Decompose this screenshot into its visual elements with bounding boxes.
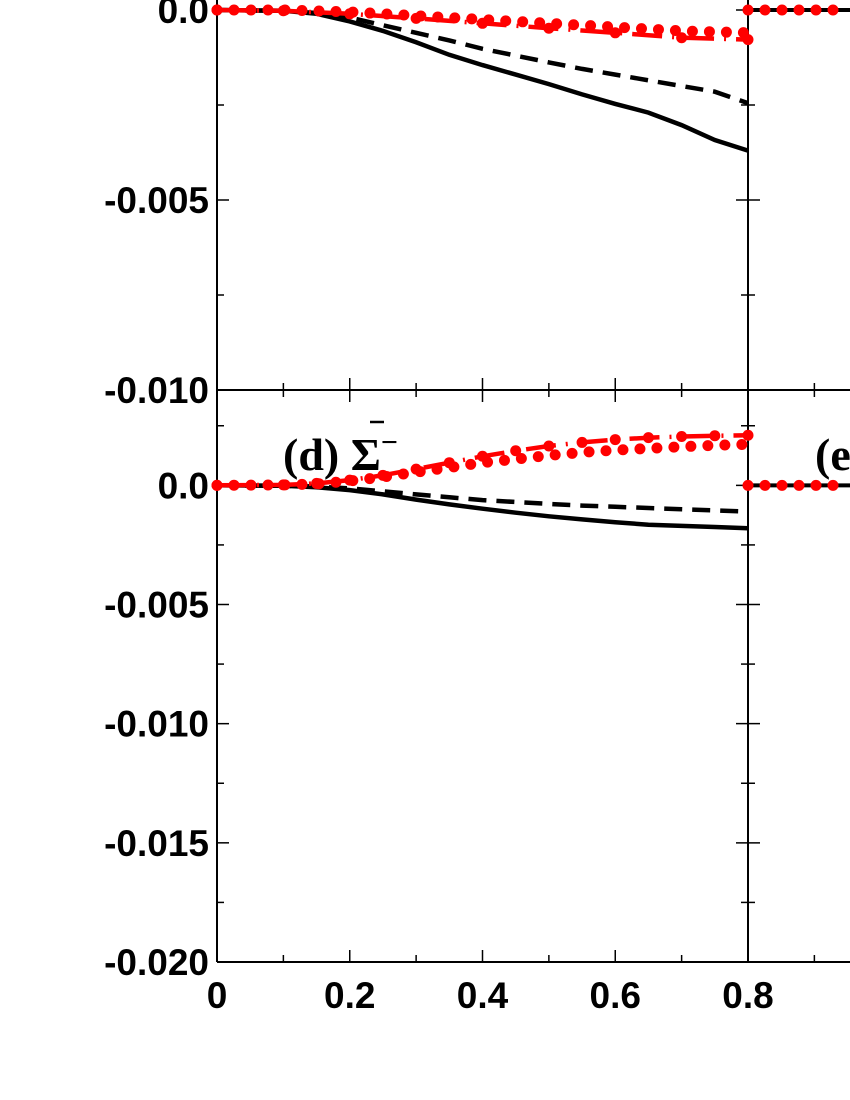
- series-point: [609, 27, 621, 39]
- series-line-dotted: [211, 4, 754, 39]
- series-line-solid: [216, 7, 749, 153]
- panel-e-title-fragment: (e: [815, 429, 850, 480]
- y-tick-label: 0.0: [158, 0, 209, 31]
- x-tick-label: 0: [207, 975, 228, 1016]
- y-tick-label: -0.020: [104, 942, 209, 983]
- series-point: [576, 436, 588, 448]
- series-line-dotted: [211, 438, 754, 491]
- series-point: [742, 429, 754, 441]
- panel-d-title-sigma: Σ: [351, 429, 381, 480]
- axes-layer: 0.0 -0.005 -0.010 0.0 -0.005 -0.010 -0.015 -0.0…: [104, 0, 850, 1016]
- y-tick-label: -0.005: [104, 585, 209, 626]
- x-tick-label: 0.2: [324, 975, 375, 1016]
- y-tick-label: -0.005: [104, 180, 209, 221]
- series-point: [609, 434, 621, 446]
- series-point: [676, 32, 688, 44]
- panel-d-title-sup: −: [381, 426, 398, 459]
- series-point: [709, 430, 721, 442]
- panel-d-title: (d) Σ−: [283, 426, 398, 480]
- labels-layer: (d) Σ− (e: [283, 420, 850, 480]
- y-tick-label: -0.010: [104, 370, 209, 411]
- x-tick-label: 0.4: [457, 975, 509, 1016]
- x-tick-label: 0.6: [590, 975, 641, 1016]
- series-point: [510, 445, 522, 457]
- y-tick-label: -0.015: [104, 823, 209, 864]
- y-tick-label: -0.010: [104, 704, 209, 745]
- series-layer: [211, 4, 850, 531]
- series-point: [676, 430, 688, 442]
- x-tick-label: 0.8: [722, 975, 773, 1016]
- y-tick-label: 0.0: [158, 465, 209, 506]
- series-point: [642, 432, 654, 444]
- panel-d-title-prefix: (d): [283, 429, 351, 480]
- series-point: [543, 440, 555, 452]
- series-line-dashed: [216, 483, 749, 514]
